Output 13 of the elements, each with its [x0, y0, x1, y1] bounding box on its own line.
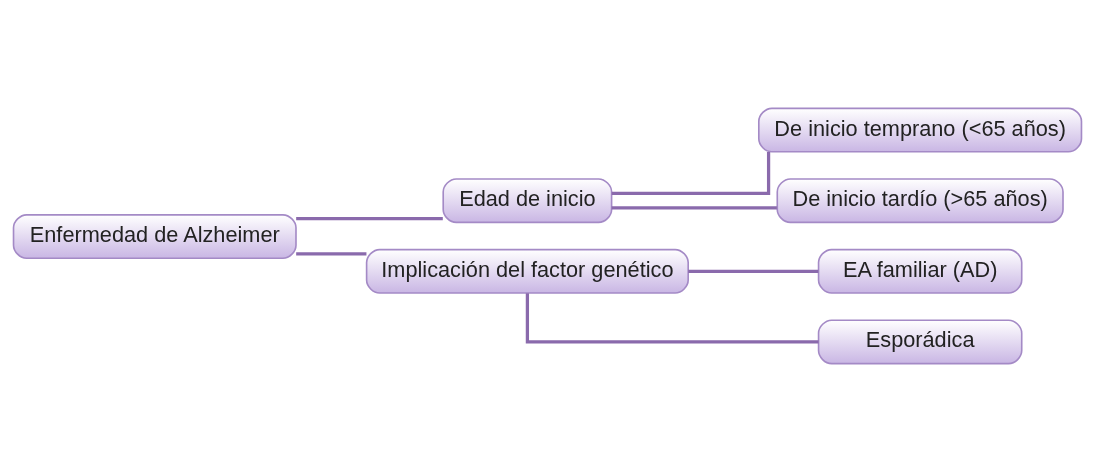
node-box: Esporádica	[817, 319, 1023, 365]
node-box: De inicio temprano (<65 años)	[758, 107, 1083, 153]
node-box: De inicio tardío (>65 años)	[776, 178, 1064, 224]
node-box: Enfermedad de Alzheimer	[12, 214, 297, 260]
connector	[525, 293, 819, 344]
connector	[611, 206, 777, 210]
connector	[611, 151, 771, 196]
connector	[688, 269, 819, 273]
node-box: Implicación del factor genético	[365, 248, 689, 294]
node-box: Edad de inicio	[442, 178, 613, 224]
node-box: EA familiar (AD)	[817, 248, 1023, 294]
connector	[296, 217, 443, 221]
connector	[296, 252, 367, 256]
